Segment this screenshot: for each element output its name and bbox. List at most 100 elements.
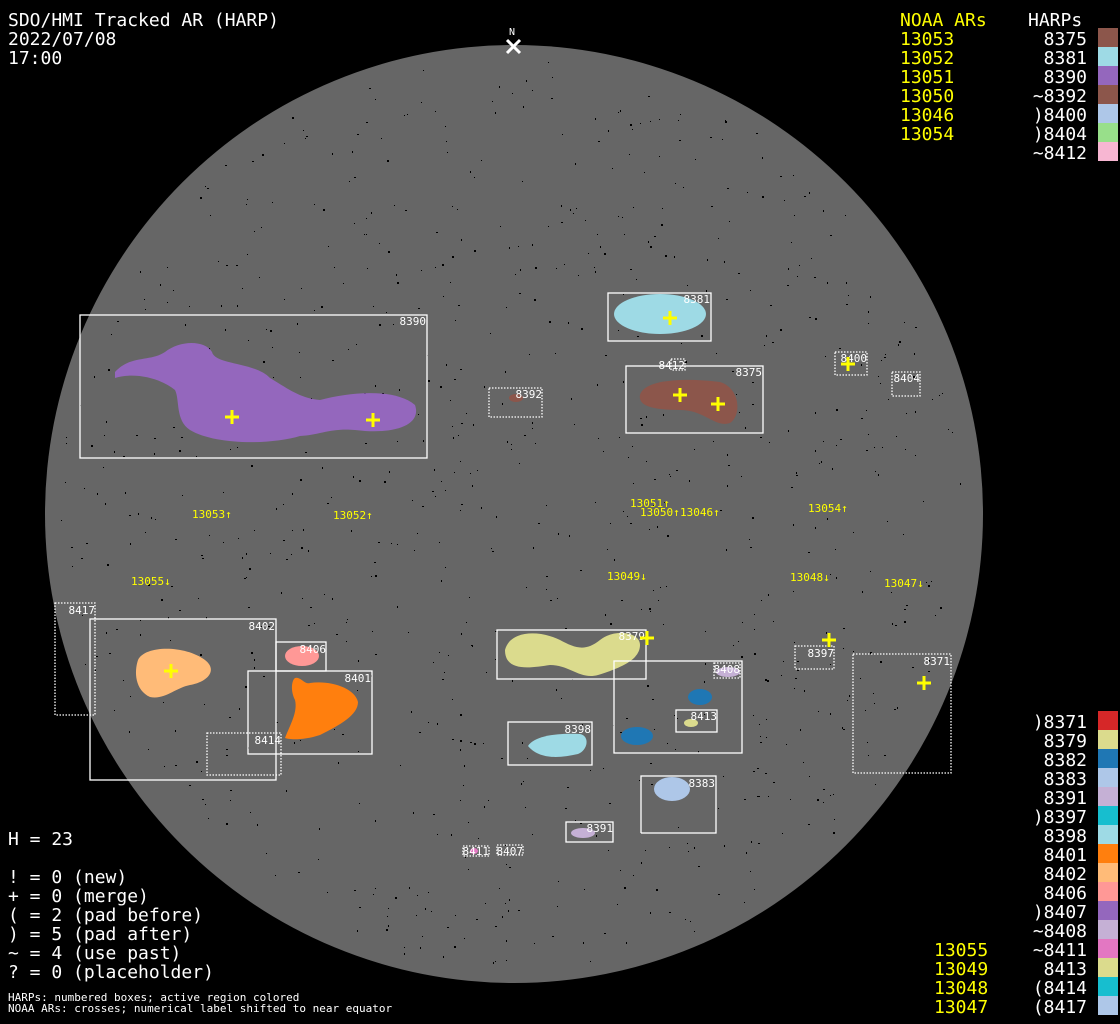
- map-title: SDO/HMI Tracked AR (HARP): [8, 10, 279, 31]
- harp-label: 8407: [497, 845, 524, 858]
- region-8392: [509, 394, 523, 402]
- noaa-legend-item: 13046: [900, 105, 955, 126]
- region-8411: [470, 848, 478, 854]
- status-count-line: + = 0 (merge): [8, 886, 149, 907]
- harp-legend-item: 8398: [1043, 826, 1087, 847]
- active-regions: [115, 294, 740, 854]
- noaa-cross-icon: [711, 397, 725, 411]
- harp-legend-item: 8406: [1043, 883, 1087, 904]
- harp-label: 8392: [516, 388, 543, 401]
- harp-color-swatch: [1098, 66, 1118, 85]
- harp-label: 8379: [619, 630, 646, 643]
- harp-legend-item: )8400: [1032, 105, 1087, 126]
- north-label: N: [509, 27, 515, 38]
- harp-box-8407: [496, 844, 524, 856]
- harp-label: 8417: [69, 604, 96, 617]
- harp-label: 8383: [689, 777, 716, 790]
- harp-box-8379: [496, 629, 647, 680]
- harp-label: 8408: [714, 663, 741, 676]
- harp-color-swatch: [1098, 939, 1118, 958]
- harp-label: 8406: [300, 643, 327, 656]
- harp-color-swatch: [1098, 47, 1118, 66]
- harp-legend-item: 8383: [1043, 769, 1087, 790]
- noaa-legend-item: 13050: [900, 86, 955, 107]
- harp-box-8402: [89, 618, 277, 781]
- harp-label: 8412: [659, 359, 686, 372]
- harp-legend-item: ~8412: [1032, 143, 1087, 164]
- harp-legend-item: 8375: [1043, 29, 1087, 50]
- harp-color-swatch: [1098, 901, 1118, 920]
- harp-box-8404: [891, 371, 921, 397]
- harp-legend-item: 8401: [1043, 845, 1087, 866]
- map-time: 17:00: [8, 48, 63, 69]
- harp-box-8397: [794, 645, 835, 670]
- harp-label: 8402: [249, 620, 276, 633]
- noaa-legend-item: 13052: [900, 48, 955, 69]
- harp-box-8371: [852, 653, 952, 774]
- region-8390: [115, 343, 417, 443]
- harp-color-swatch: [1098, 28, 1118, 47]
- harp-label: 8401: [345, 672, 372, 685]
- footnote-noaa: NOAA ARs: crosses; numerical label shift…: [8, 1002, 393, 1015]
- harp-label: 8390: [400, 315, 427, 328]
- harp-legend-item: )8371: [1032, 712, 1087, 733]
- harp-color-swatch: [1098, 882, 1118, 901]
- harp-color-swatch: [1098, 787, 1118, 806]
- harp-color-swatch: [1098, 920, 1118, 939]
- status-count-line: ? = 0 (placeholder): [8, 962, 214, 983]
- harp-color-swatch: [1098, 844, 1118, 863]
- status-count-line: ~ = 4 (use past): [8, 943, 182, 964]
- harp-color-swatch: [1098, 730, 1118, 749]
- noaa-legend-item: 13054: [900, 124, 955, 145]
- harp-color-swatch: [1098, 711, 1118, 730]
- harp-label: 8413: [691, 710, 718, 723]
- harp-box-8401: [247, 670, 373, 755]
- harp-legend-item: 8390: [1043, 67, 1087, 88]
- harp-box-8392: [488, 387, 543, 418]
- noaa-cross-icon: [673, 388, 687, 402]
- noaa-crosses: [164, 311, 931, 690]
- harp-legend-item: 8402: [1043, 864, 1087, 885]
- harp-color-swatch: [1098, 749, 1118, 768]
- harp-label: 8375: [736, 366, 763, 379]
- harp-label: 8404: [894, 372, 921, 385]
- noaa-cross-icon: [225, 410, 239, 424]
- harp-label: 8381: [684, 293, 711, 306]
- region-8379: [505, 632, 640, 677]
- harp-legend-item: ~8411: [1032, 940, 1087, 961]
- noaa-cross-icon: [822, 633, 836, 647]
- noaa-label: 13050↑: [640, 506, 680, 519]
- harp-box-8375: [625, 365, 764, 434]
- harp-box-8413: [675, 709, 718, 733]
- harp-color-swatch: [1098, 806, 1118, 825]
- harp-box-8411: [462, 845, 490, 857]
- harp-color-swatch: [1098, 142, 1118, 161]
- region-8375: [639, 379, 738, 424]
- harp-color-swatch: [1098, 863, 1118, 882]
- harp-color-swatch: [1098, 85, 1118, 104]
- harp-color-swatch: [1098, 768, 1118, 787]
- region-8406: [285, 646, 319, 666]
- harp-box-8414: [206, 732, 282, 776]
- harp-box-8381: [607, 292, 712, 342]
- harp-legend-item: ~8392: [1032, 86, 1087, 107]
- noaa-cross-icon: [164, 664, 178, 678]
- region-8382a: [688, 689, 712, 705]
- harp-box-8390: [79, 314, 428, 459]
- harp-color-swatch: [1098, 958, 1118, 977]
- harp-legend-item: ~8408: [1032, 921, 1087, 942]
- noaa-label: 13046↑: [680, 506, 720, 519]
- harp-box-8382: [613, 660, 743, 754]
- region-8391: [571, 828, 595, 838]
- harp-box-8412: [670, 358, 686, 371]
- noaa-legend-item: 13051: [900, 67, 955, 88]
- harp-color-swatch: [1098, 104, 1118, 123]
- harp-box-8391: [565, 821, 614, 843]
- region-8382b: [621, 727, 653, 745]
- harp-color-swatch: [1098, 977, 1118, 996]
- solar-disk: [45, 45, 983, 983]
- harp-legend-item: (8417: [1032, 997, 1087, 1018]
- noaa-cross-icon: [663, 311, 677, 325]
- harp-legend-item: 8391: [1043, 788, 1087, 809]
